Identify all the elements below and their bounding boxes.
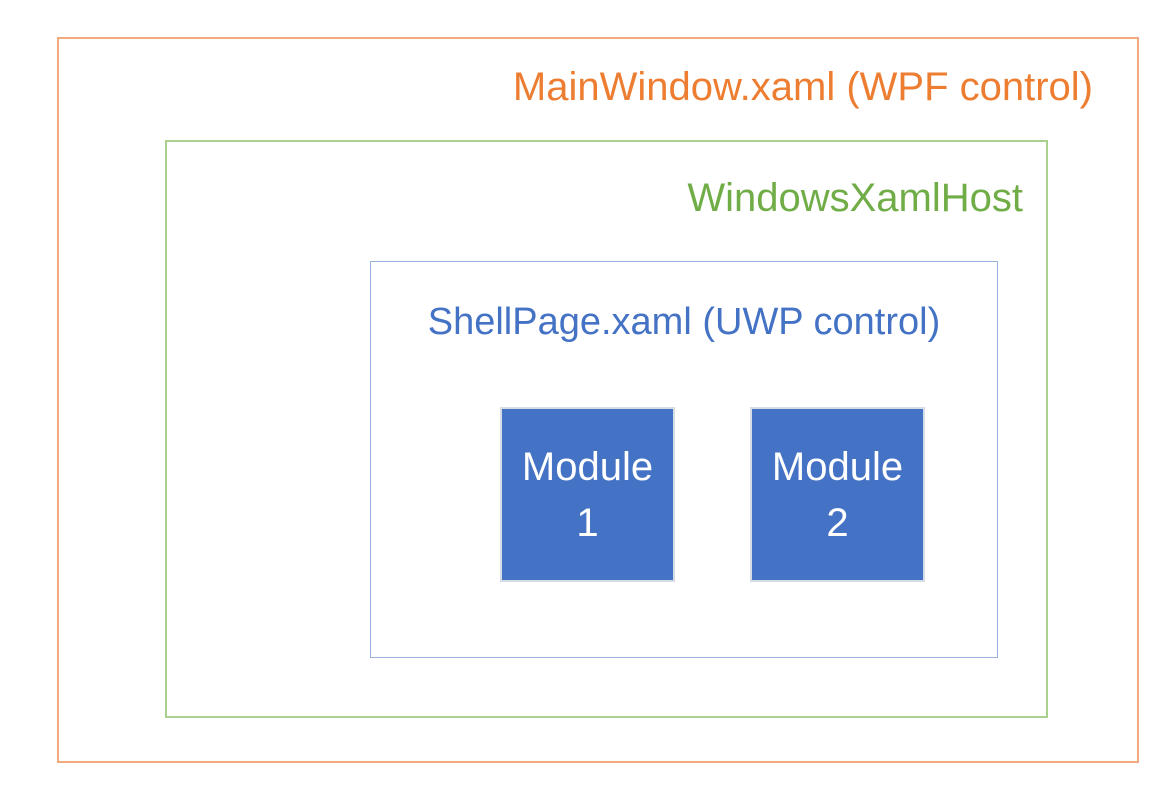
mainwindow-label: MainWindow.xaml (WPF control) (512, 65, 1093, 109)
shellpage-label: ShellPage.xaml (UWP control) (427, 301, 941, 343)
module-1-box: Module 1 (500, 407, 675, 582)
shellpage-box (370, 261, 998, 658)
windowsxamlhost-label: WindowsXamlHost (687, 176, 1023, 220)
mainwindow-box (57, 37, 1139, 763)
module-1-label-line2: 1 (576, 500, 599, 545)
module-2-label-line1: Module (771, 444, 904, 489)
windowsxamlhost-box (165, 140, 1048, 718)
module-1-label-line1: Module (521, 444, 654, 489)
module-2-box: Module 2 (750, 407, 925, 582)
module-2-label-line2: 2 (826, 500, 849, 545)
